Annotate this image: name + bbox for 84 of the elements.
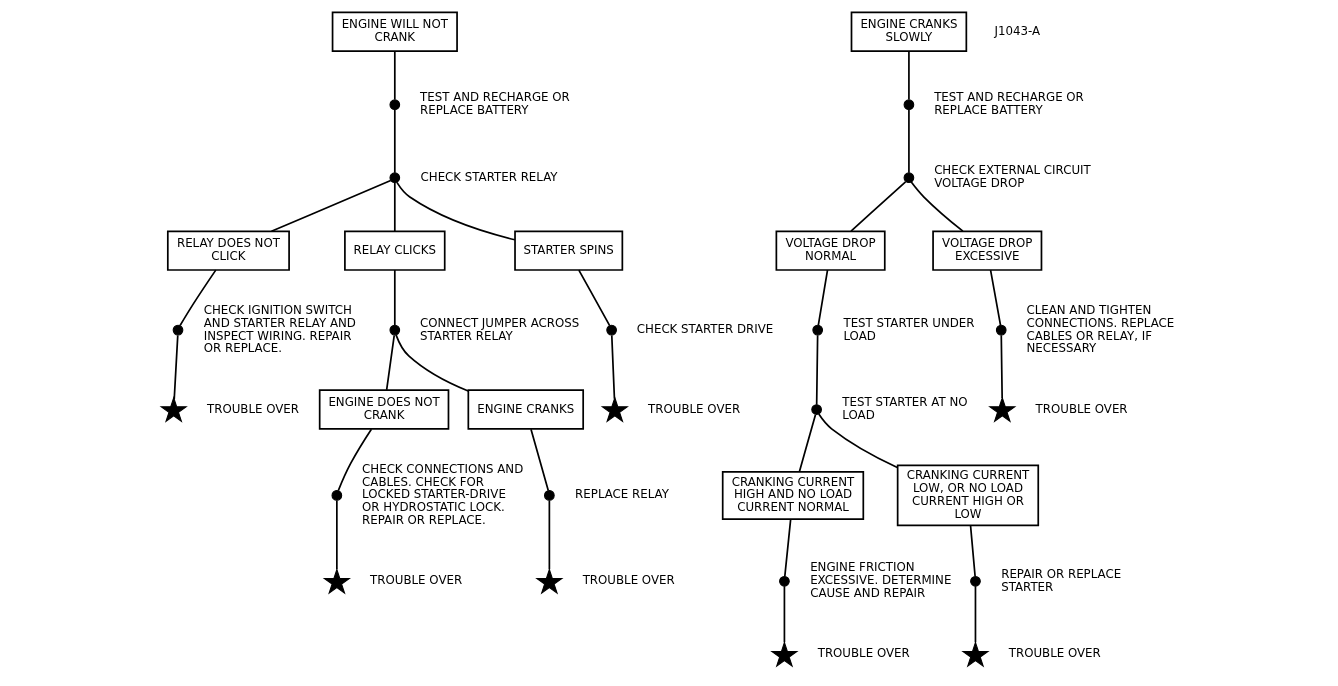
node-label: CONNECT JUMPER ACROSS STARTER RELAY [420, 315, 580, 343]
node-circle [779, 575, 790, 587]
connector [393, 108, 396, 174]
connector [783, 518, 792, 578]
node-circle [389, 324, 401, 336]
node-circle [903, 172, 915, 184]
connector [817, 413, 899, 469]
node-label: CHECK STARTER DRIVE [636, 322, 774, 337]
connector [850, 180, 907, 232]
node-box: CRANKING CURRENT HIGH AND NO LOAD CURRENT NORMAL [721, 470, 865, 520]
node-label: TROUBLE OVER [370, 573, 463, 588]
node-label: CLEAN AND TIGHTEN CONNECTIONS. REPLACE CABLES OR RELAY, IF NECESSARY [1026, 302, 1175, 356]
connector [548, 499, 551, 571]
node-circle [606, 324, 617, 336]
node-label: TROUBLE OVER [1008, 646, 1101, 661]
node-box: ENGINE CRANKS SLOWLY [850, 11, 968, 52]
node-circle [903, 99, 915, 111]
node-circle [389, 99, 401, 111]
node-star [961, 640, 990, 668]
label: J1043-A [994, 23, 1041, 38]
node-label: TROUBLE OVER [206, 401, 299, 416]
node-circle [544, 490, 555, 501]
node-box: CRANKING CURRENT LOW, OR NO LOAD CURRENT HIGH OR LOW [896, 464, 1040, 527]
node-star [159, 396, 188, 423]
connector [908, 50, 910, 101]
node-label: TEST STARTER UNDER LOAD [843, 315, 975, 343]
node-label: ENGINE FRICTION EXCESSIVE. DETERMINE CAUSE AND REPAIR [810, 560, 952, 601]
connector [396, 181, 516, 241]
node-circle [389, 172, 401, 184]
connector [393, 269, 396, 327]
node-box: VOLTAGE DROP EXCESSIVE [932, 230, 1043, 271]
node-label: TEST AND RECHARGE OR REPLACE BATTERY [420, 90, 570, 118]
node-circle [970, 575, 981, 587]
node-circle [331, 490, 343, 501]
connector [337, 428, 373, 492]
node-circle [811, 404, 822, 415]
node-box: STARTER SPINS [514, 230, 624, 271]
connector [530, 428, 550, 492]
connector [1000, 334, 1003, 399]
connector [393, 181, 396, 233]
connector [395, 334, 470, 392]
connector [974, 585, 977, 644]
node-star [988, 396, 1017, 423]
connector [610, 334, 616, 400]
node-label: TROUBLE OVER [648, 401, 741, 416]
connector [173, 334, 179, 401]
node-star [770, 640, 799, 668]
node-box: ENGINE CRANKS [467, 389, 585, 430]
connector [578, 269, 611, 327]
node-label: CHECK STARTER RELAY [420, 169, 558, 184]
connector [336, 499, 338, 571]
connector [817, 269, 829, 327]
connector [393, 50, 396, 101]
node-circle [995, 324, 1007, 336]
node-label: CHECK CONNECTIONS AND CABLES. CHECK FOR LOCKED STARTER-DRIVE OR HYDROSTATIC LOCK. REPAIR OR REPLACE. [362, 461, 524, 528]
node-label: REPAIR OR REPLACE STARTER [1001, 566, 1122, 594]
connector [989, 269, 1002, 327]
connector [969, 524, 976, 578]
node-label: TEST STARTER AT NO LOAD [842, 395, 968, 422]
node-circle [172, 324, 184, 336]
connector [179, 269, 217, 327]
node-star [600, 396, 629, 423]
node-star [535, 567, 564, 595]
connector [783, 585, 786, 644]
connector [910, 181, 964, 232]
node-label: CHECK EXTERNAL CIRCUIT VOLTAGE DROP [934, 163, 1091, 191]
node-label: TROUBLE OVER [582, 573, 675, 588]
connector [385, 334, 396, 391]
connector [908, 108, 910, 174]
node-star [322, 567, 351, 595]
node-label: TEST AND RECHARGE OR REPLACE BATTERY [934, 90, 1084, 118]
connector [270, 179, 392, 233]
node-box: ENGINE DOES NOT CRANK [318, 389, 450, 430]
node-label: CHECK IGNITION SWITCH AND STARTER RELAY AND INSPECT WIRING. REPAIR OR REPLACE. [203, 302, 356, 356]
node-circle [812, 324, 824, 336]
connector [815, 334, 819, 406]
node-label: TROUBLE OVER [1035, 401, 1128, 416]
node-label: TROUBLE OVER [817, 646, 910, 661]
node-label: REPLACE RELAY [575, 487, 669, 502]
node-box: ENGINE WILL NOT CRANK [331, 11, 458, 52]
node-box: RELAY CLICKS [344, 230, 446, 271]
node-box: RELAY DOES NOT CLICK [166, 230, 290, 271]
node-box: VOLTAGE DROP NORMAL [775, 230, 886, 271]
connector [798, 413, 817, 473]
